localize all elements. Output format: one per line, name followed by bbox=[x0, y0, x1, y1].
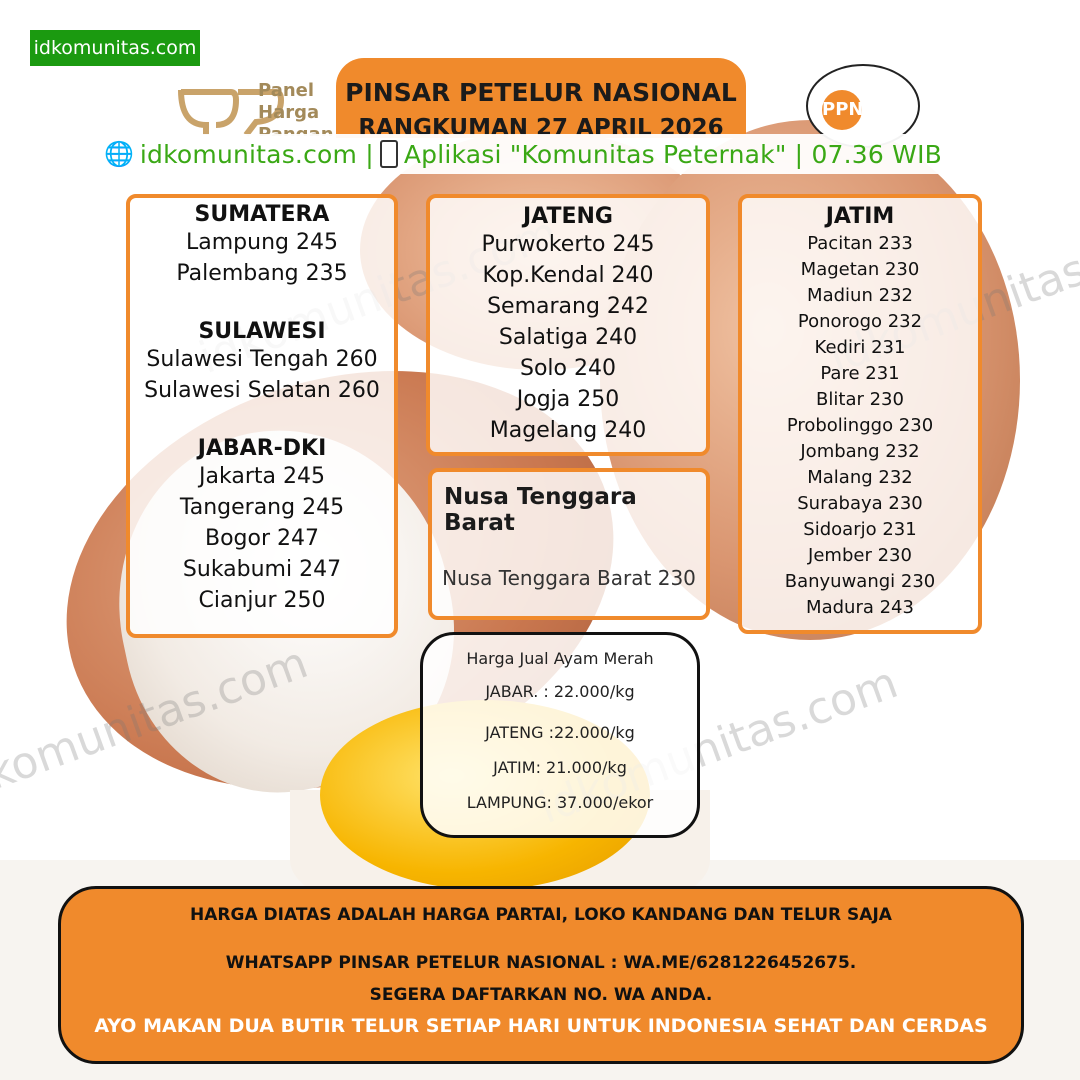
list-item: Malang 232 bbox=[807, 467, 913, 488]
list-item: Solo 240 bbox=[520, 356, 616, 381]
list-item: Sidoarjo 231 bbox=[803, 519, 917, 540]
list-item: Cianjur 250 bbox=[198, 588, 326, 613]
list-item: Kediri 231 bbox=[814, 337, 906, 358]
page-subtitle: RANGKUMAN 27 APRIL 2026 bbox=[358, 115, 724, 138]
banner-text-app: Aplikasi "Komunitas Peternak" | 07.36 WI… bbox=[403, 139, 943, 169]
list-item: Jogja 250 bbox=[516, 387, 620, 412]
list-item: Banyuwangi 230 bbox=[784, 571, 936, 592]
list-item: Ponorogo 232 bbox=[797, 311, 923, 332]
footer-line: SEGERA DAFTARKAN NO. WA ANDA. bbox=[369, 985, 713, 1005]
footer-line: HARGA DIATAS ADALAH HARGA PARTAI, LOKO K… bbox=[190, 905, 892, 925]
list-item: Palembang 235 bbox=[176, 261, 348, 286]
list-item: JATENG :22.000/kg bbox=[485, 723, 635, 742]
list-item: Jombang 232 bbox=[800, 441, 920, 462]
list-item: Surabaya 230 bbox=[797, 493, 923, 514]
list-item: Magelang 240 bbox=[489, 418, 647, 443]
list-item: Sulawesi Selatan 260 bbox=[144, 378, 380, 403]
list-item: JATIM: 21.000/kg bbox=[493, 758, 627, 777]
panel-ntb: Nusa Tenggara Barat Nusa Tenggara Barat … bbox=[428, 468, 710, 620]
globe-icon: 🌐 bbox=[104, 140, 134, 168]
source-banner: 🌐 idkomunitas.com | Aplikasi "Komunitas … bbox=[96, 134, 984, 174]
region-title-ntb: Nusa Tenggara Barat bbox=[444, 484, 637, 536]
list-item: JABAR. : 22.000/kg bbox=[485, 682, 635, 701]
panel-jatim: JATIM Pacitan 233 Magetan 230 Madiun 232… bbox=[738, 194, 982, 634]
footer-whatsapp[interactable]: WHATSAPP PINSAR PETELUR NASIONAL : WA.ME… bbox=[225, 953, 857, 973]
list-item: Jember 230 bbox=[808, 545, 912, 566]
list-item: Bogor 247 bbox=[204, 526, 319, 551]
list-item: Semarang 242 bbox=[487, 294, 649, 319]
panel-harga-pangan-logo bbox=[178, 89, 285, 137]
list-item: Lampung 245 bbox=[186, 230, 338, 255]
region-title-sumatera: SUMATERA bbox=[194, 202, 330, 227]
list-item: Sulawesi Tengah 260 bbox=[146, 347, 378, 372]
list-item: Probolinggo 230 bbox=[786, 415, 934, 436]
chicken-price-title: Harga Jual Ayam Merah bbox=[466, 649, 654, 668]
region-title-jateng: JATENG bbox=[522, 204, 613, 229]
site-tag[interactable]: idkomunitas.com bbox=[30, 30, 200, 66]
list-item: Pare 231 bbox=[820, 363, 900, 384]
list-item: Salatiga 240 bbox=[498, 325, 638, 350]
list-item: Kop.Kendal 240 bbox=[482, 263, 654, 288]
region-title-jabar: JABAR-DKI bbox=[197, 436, 327, 461]
list-item: Jakarta 245 bbox=[199, 464, 325, 489]
list-item: Pacitan 233 bbox=[807, 233, 913, 254]
region-title-sulawesi: SULAWESI bbox=[198, 319, 326, 344]
list-item: Sukabumi 247 bbox=[182, 557, 342, 582]
region-title-jatim: JATIM bbox=[825, 204, 895, 229]
list-item: Magetan 230 bbox=[800, 259, 920, 280]
logo-text: Panel Harga Pangan bbox=[258, 80, 334, 136]
list-item: Madura 243 bbox=[806, 597, 914, 618]
footer-notice: HARGA DIATAS ADALAH HARGA PARTAI, LOKO K… bbox=[58, 886, 1024, 1064]
list-item: LAMPUNG: 37.000/ekor bbox=[466, 793, 654, 812]
list-item: Nusa Tenggara Barat 230 bbox=[442, 566, 696, 590]
page-title: PINSAR PETELUR NASIONAL bbox=[345, 78, 737, 107]
footer-slogan: AYO MAKAN DUA BUTIR TELUR SETIAP HARI UN… bbox=[94, 1015, 988, 1037]
list-item: Purwokerto 245 bbox=[481, 232, 655, 257]
list-item: Blitar 230 bbox=[816, 389, 904, 410]
list-item: Tangerang 245 bbox=[179, 495, 345, 520]
title-box: PINSAR PETELUR NASIONAL RANGKUMAN 27 APR… bbox=[336, 58, 746, 138]
list-item: Madiun 232 bbox=[807, 285, 913, 306]
banner-text: idkomunitas.com | bbox=[139, 139, 374, 169]
panel-left: SUMATERA Lampung 245 Palembang 235 SULAW… bbox=[126, 194, 398, 638]
panel-jateng: JATENG Purwokerto 245 Kop.Kendal 240 Sem… bbox=[426, 194, 710, 456]
chicken-price-box: Harga Jual Ayam Merah JABAR. : 22.000/kg… bbox=[420, 632, 700, 838]
phone-icon bbox=[379, 140, 398, 168]
ppn-logo-mark: PPN bbox=[822, 90, 863, 130]
